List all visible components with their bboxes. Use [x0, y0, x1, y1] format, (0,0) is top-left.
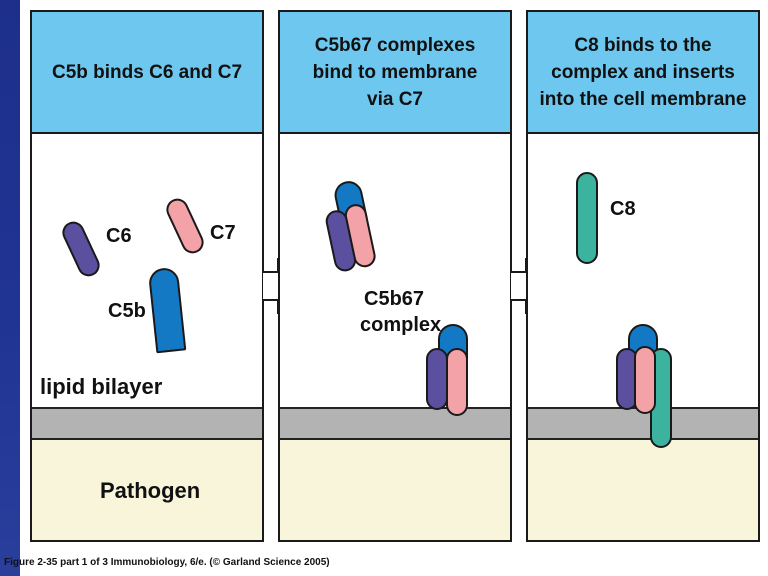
lipid-bilayer-membrane — [32, 407, 262, 440]
c5b67-complex-free — [318, 175, 397, 285]
c5b67-complex-label-1: C5b67 — [364, 288, 425, 310]
c6-subunit — [426, 348, 448, 410]
figure-caption: Figure 2-35 part 1 of 3 Immunobiology, 6… — [4, 557, 330, 568]
c8-protein — [576, 172, 598, 264]
left-accent-bar — [0, 0, 20, 576]
c5b67-complex-label-2: complex — [360, 314, 442, 336]
c7-label: C7 — [210, 222, 236, 244]
pathogen-region — [32, 440, 262, 540]
c6-protein — [58, 218, 104, 280]
c7-subunit — [446, 348, 468, 416]
c7-protein — [162, 195, 208, 257]
panel-c5b-binds: C5b binds C6 and C7 C6 C7 C5b lipid bila… — [30, 10, 264, 542]
c5b67-complex-bound — [426, 324, 486, 424]
pathogen-label: Pathogen — [100, 478, 201, 503]
panel-c5b67-binds-membrane: C5b67 complexes bind to membrane via C7 … — [278, 10, 512, 542]
c8-label: C8 — [610, 198, 636, 220]
c6-label: C6 — [106, 225, 132, 247]
pathogen-region — [280, 440, 510, 540]
c7-subunit — [634, 346, 656, 414]
c5b-label: C5b — [108, 300, 146, 322]
panel-3-title: C8 binds to the complex and inserts into… — [528, 12, 758, 134]
panel-1-title: C5b binds C6 and C7 — [32, 12, 262, 134]
pathogen-region — [528, 440, 758, 540]
lipid-bilayer-label: lipid bilayer — [40, 374, 163, 399]
panel-2-title: C5b67 complexes bind to membrane via C7 — [280, 12, 510, 134]
c5b678-complex — [616, 324, 686, 448]
c5b-protein — [147, 266, 187, 354]
lipid-bilayer-membrane — [280, 407, 510, 440]
panel-c8-inserts: C8 binds to the complex and inserts into… — [526, 10, 760, 542]
